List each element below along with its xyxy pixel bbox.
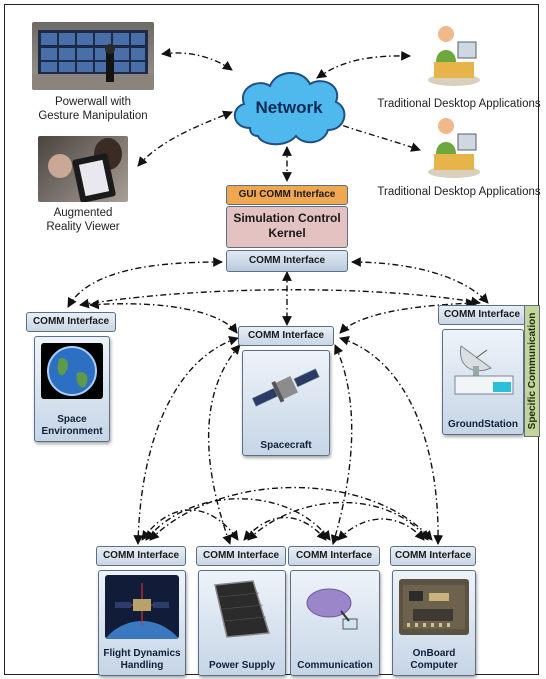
solar-panel-icon: [205, 577, 279, 639]
module-spacecraft: COMM Interface Spacecraft: [238, 326, 334, 458]
desktop-caption-2: Traditional Desktop Applications: [377, 186, 541, 198]
module-caption: OnBoard Computer: [410, 648, 458, 671]
desktop-caption-1: Traditional Desktop Applications: [377, 98, 541, 110]
module-caption: Power Supply: [208, 660, 276, 671]
orbit-icon: [105, 575, 179, 639]
module-ground-station: COMM Interface GroundStation: [438, 305, 526, 437]
link-sc-flight: [133, 336, 239, 545]
link-space-spacecraft: [89, 299, 238, 334]
module-interface-label: COMM Interface: [390, 546, 476, 566]
satellite-icon: [249, 359, 323, 417]
link-sc-obc: [339, 335, 444, 545]
module-communication: COMM Interface Communication: [288, 546, 380, 676]
module-body: Communication: [290, 570, 380, 676]
kernel-title: Simulation Control Kernel: [226, 206, 348, 248]
module-interface-label: COMM Interface: [96, 546, 186, 566]
link-space-ground: [79, 289, 481, 309]
powerwall-caption: Powerwall with Gesture Manipulation: [38, 96, 148, 122]
link-power-comm: [243, 516, 327, 541]
link-kernel-ground: [351, 257, 489, 304]
link-flight-power: [141, 509, 239, 541]
module-interface-label: COMM Interface: [26, 312, 116, 332]
link-flight-obc: [149, 486, 433, 541]
module-body: OnBoard Computer: [392, 570, 476, 676]
module-caption: GroundStation: [448, 419, 518, 430]
satellite-dish-icon: [447, 336, 519, 398]
module-caption: Flight Dynamics Handling: [103, 648, 181, 671]
link-sc-comm: [330, 344, 353, 545]
ar-viewer-photo: [38, 136, 128, 202]
module-flight-dynamics: COMM Interface Flight Dynamics Handling: [96, 546, 186, 676]
module-body: Power Supply: [198, 570, 286, 676]
module-interface-label: COMM Interface: [438, 305, 526, 325]
link-network-desktop1: [316, 50, 411, 79]
module-interface-label: COMM Interface: [238, 326, 334, 346]
module-caption: Space Environment: [41, 414, 103, 437]
link-sc-power: [207, 344, 241, 545]
link-kernel-space: [67, 257, 223, 308]
link-comm-obc: [337, 518, 425, 541]
gui-comm-interface: GUI COMM Interface: [226, 185, 348, 205]
module-interface-label: COMM Interface: [196, 546, 286, 566]
antenna-icon: [297, 577, 373, 639]
ar-viewer-caption: Augmented Reality Viewer: [46, 207, 120, 233]
specific-communication-label: Specific Communication: [527, 312, 538, 430]
link-power-obc: [247, 501, 429, 541]
module-caption: Spacecraft: [260, 440, 312, 451]
module-body: Flight Dynamics Handling: [98, 570, 186, 676]
circuit-board-icon: [399, 579, 469, 635]
module-body: Spacecraft: [242, 350, 330, 456]
module-space-environment: COMM Interface Space Environment: [26, 312, 116, 442]
link-ground-spacecraft: [339, 298, 476, 334]
module-onboard-computer: COMM Interface OnBoard Computer: [390, 546, 476, 676]
kernel-comm-interface: COMM Interface: [226, 250, 348, 272]
powerwall-screen-icon: [32, 30, 154, 90]
desktop-user-icon: [428, 26, 480, 86]
link-network-ar: [137, 110, 233, 167]
network-cloud: [234, 72, 346, 146]
module-power-supply: COMM Interface Power Supply: [196, 546, 286, 676]
tablet-icon: [48, 138, 122, 202]
module-interface-label: COMM Interface: [288, 546, 380, 566]
desktop-user-icon: [428, 118, 480, 178]
specific-communication-tab: Specific Communication: [524, 305, 540, 437]
link-flight-comm: [145, 498, 331, 541]
module-body: Space Environment: [34, 336, 110, 442]
earth-icon: [41, 343, 103, 399]
powerwall-photo: [32, 22, 154, 90]
module-caption: Communication: [297, 660, 373, 671]
link-network-powerwall: [161, 47, 233, 71]
module-body: GroundStation: [442, 329, 524, 435]
network-label: Network: [255, 98, 323, 117]
